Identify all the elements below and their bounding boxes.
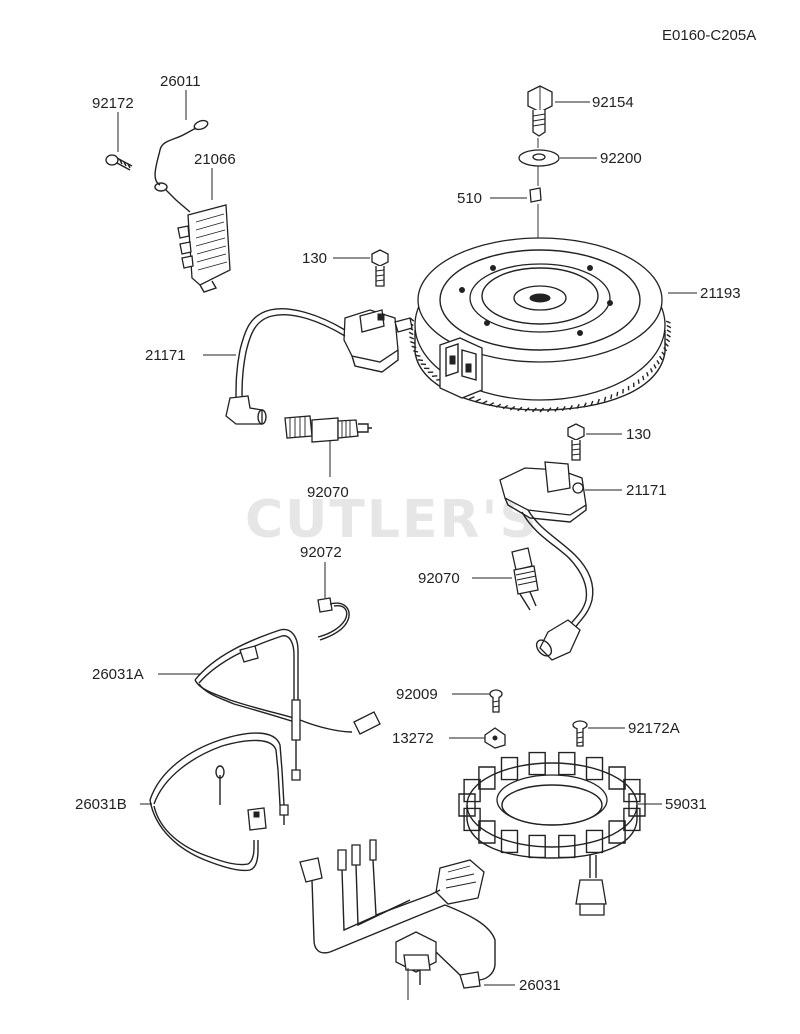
harness-26031[interactable] — [299, 839, 496, 989]
watermark: CUTLER'S — [245, 490, 539, 550]
bolt-92154[interactable] — [527, 85, 553, 137]
ground-lead-26011[interactable] — [154, 119, 209, 213]
ignition-coil-21171-b[interactable] — [499, 461, 594, 661]
callout-labels: 92172 26011 21066 92154 92200 510 130 21… — [75, 73, 741, 994]
callout-21193[interactable]: 21193 — [700, 285, 741, 302]
callout-21171-b[interactable]: 21171 — [626, 482, 667, 499]
screw-92009[interactable] — [489, 689, 503, 713]
flywheel-21193[interactable] — [408, 237, 672, 413]
harness-26031A[interactable] — [194, 628, 381, 781]
callout-26011[interactable]: 26011 — [160, 73, 201, 90]
regulator-21066[interactable] — [177, 204, 231, 293]
callout-26031B[interactable]: 26031B — [75, 796, 127, 813]
callout-92070-a[interactable]: 92070 — [307, 484, 349, 501]
key-510[interactable] — [529, 187, 542, 203]
callout-26031A[interactable]: 26031A — [92, 666, 144, 683]
callout-21171-a[interactable]: 21171 — [145, 347, 186, 364]
screw-92172A[interactable] — [572, 720, 588, 747]
callout-92072[interactable]: 92072 — [300, 544, 342, 561]
clamp-92072[interactable] — [317, 597, 350, 641]
callout-92172[interactable]: 92172 — [92, 95, 134, 112]
washer-92200[interactable] — [518, 149, 560, 167]
spark-plug-92070-a[interactable] — [284, 415, 372, 443]
leader-lines — [117, 90, 697, 1000]
callout-92154[interactable]: 92154 — [592, 94, 634, 111]
callout-510[interactable]: 510 — [457, 190, 482, 207]
callout-26031[interactable]: 26031 — [519, 977, 561, 994]
callout-13272[interactable]: 13272 — [392, 730, 434, 747]
bolt-130-b[interactable] — [567, 423, 585, 461]
callout-92200[interactable]: 92200 — [600, 150, 642, 167]
bracket-13272[interactable] — [484, 727, 506, 749]
callout-59031[interactable]: 59031 — [665, 796, 707, 813]
screw-92172[interactable] — [105, 154, 133, 171]
spark-plug-92070-b[interactable] — [511, 547, 539, 611]
callout-21066[interactable]: 21066 — [194, 151, 236, 168]
ignition-coil-21171-a[interactable] — [225, 308, 413, 425]
callout-92172A[interactable]: 92172A — [628, 720, 680, 737]
stator-59031[interactable] — [458, 751, 646, 916]
callout-92009[interactable]: 92009 — [396, 686, 438, 703]
bolt-130-a[interactable] — [371, 249, 389, 287]
callout-130-a[interactable]: 130 — [302, 250, 327, 267]
callout-92070-b[interactable]: 92070 — [418, 570, 460, 587]
callout-130-b[interactable]: 130 — [626, 426, 651, 443]
diagram-code: E0160-C205A — [662, 27, 756, 44]
harness-26031B[interactable] — [149, 732, 289, 872]
